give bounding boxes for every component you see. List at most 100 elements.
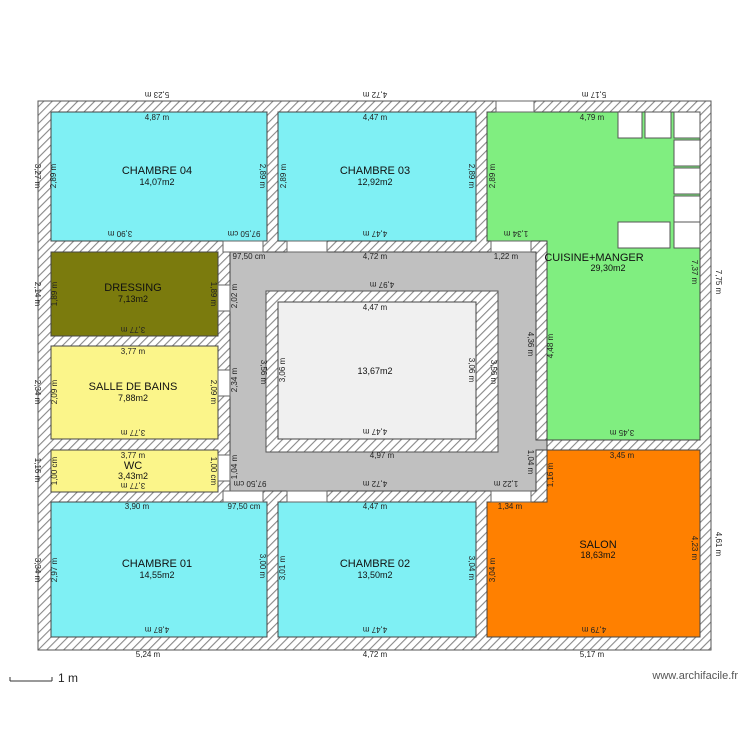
watermark-text: www.archifacile.fr	[652, 670, 738, 682]
room-chambre-02[interactable]	[277, 501, 477, 638]
door-salle-de-bains[interactable]	[217, 369, 231, 397]
area-patio: 13,67m2	[357, 366, 392, 376]
label-cuisine-manger: CUISINE+MANGER	[544, 252, 643, 264]
dim-corr-top-right: 1,22 m	[494, 252, 519, 261]
door-chambre-03[interactable]	[286, 240, 328, 253]
door-cuisine[interactable]	[490, 240, 532, 253]
dim-c04-top: 4,87 m	[145, 113, 170, 122]
dim-c04-right: 2,89 m	[258, 164, 267, 189]
dim-sal-left-small: 1,16 m	[546, 462, 555, 487]
dim-bottom-2: 4,72 m	[363, 650, 388, 659]
door-salon[interactable]	[490, 490, 532, 503]
dim-right-2: 4,61 m	[714, 532, 723, 557]
door-wc[interactable]	[217, 454, 231, 482]
room-chambre-01[interactable]	[50, 501, 268, 638]
dim-sal-top: 3,45 m	[610, 451, 635, 460]
dim-c03-right: 2,89 m	[467, 164, 476, 189]
room-dressing[interactable]	[50, 251, 219, 337]
label-wc: WC	[124, 460, 142, 472]
dim-corr-inner-right: 3,56 m	[489, 360, 498, 385]
dim-door-97-4: 97,50 cm	[228, 502, 261, 511]
dim-bottom-1: 5,24 m	[136, 650, 161, 659]
area-chambre-03: 12,92m2	[357, 177, 392, 187]
room-salon[interactable]	[486, 449, 701, 638]
dim-corr-br: 1,04 m	[526, 450, 535, 475]
dim-sal-right: 4,23 m	[690, 536, 699, 561]
dim-sb-right: 2,09 m	[209, 380, 218, 405]
area-salle-de-bains: 7,88m2	[118, 393, 148, 403]
area-chambre-01: 14,55m2	[139, 570, 174, 580]
area-dressing: 7,13m2	[118, 294, 148, 304]
dim-c02-bottom: 4,47 m	[362, 625, 387, 634]
dim-cu-bottom-left: 1,34 m	[503, 229, 528, 238]
dim-corr-bottom: 4,72 m	[362, 479, 387, 488]
dim-left-3: 2,34 m	[33, 380, 42, 405]
dim-c03-bottom: 4,47 m	[362, 229, 387, 238]
dim-c02-right: 3,04 m	[467, 556, 476, 581]
scale-label: 1 m	[58, 671, 79, 685]
label-dressing: DRESSING	[104, 282, 161, 294]
dim-wc-right: 1,00 cm	[209, 457, 218, 486]
dim-sb-left: 2,09 m	[50, 379, 59, 404]
kitchen-counter	[617, 111, 701, 249]
area-cuisine-manger: 29,30m2	[590, 263, 625, 273]
room-patio[interactable]	[277, 301, 477, 440]
dim-c03-left: 2,89 m	[279, 163, 288, 188]
dim-patio-bottom: 4,47 m	[362, 427, 387, 436]
dim-c04-bottom: 3,90 m	[107, 229, 132, 238]
room-salle-de-bains[interactable]	[50, 345, 219, 440]
label-chambre-04: CHAMBRE 04	[122, 165, 192, 177]
dim-c02-left: 3,01 m	[278, 555, 287, 580]
dim-corr-left: 2,02 m	[230, 283, 239, 308]
dim-top-2: 4,72 m	[362, 90, 387, 99]
door-chambre-02[interactable]	[286, 490, 328, 503]
scale-bar	[9, 677, 53, 682]
dim-corr-inner-bottom: 4,97 m	[370, 451, 395, 460]
dim-door-97-1: 97,50 cm	[227, 229, 260, 238]
dim-sal-bottom: 4,79 m	[581, 625, 606, 634]
dim-cu-right: 7,37 m	[690, 260, 699, 285]
dim-dr-bottom: 3,77 m	[120, 325, 145, 334]
label-salle-de-bains: SALLE DE BAINS	[89, 381, 178, 393]
door-dressing[interactable]	[217, 284, 231, 312]
room-chambre-04[interactable]	[50, 111, 268, 242]
dim-c01-left: 2,97 m	[50, 557, 59, 582]
dim-left-4: 1,16 m	[33, 458, 42, 483]
label-salon: SALON	[579, 539, 616, 551]
area-chambre-02: 13,50m2	[357, 570, 392, 580]
dim-patio-top: 4,47 m	[363, 303, 388, 312]
dim-wc-left: 1,00 cm	[50, 456, 59, 485]
area-salon: 18,63m2	[580, 550, 615, 560]
door-chambre-04[interactable]	[222, 240, 264, 253]
dim-door-97-2: 97,50 cm	[233, 252, 266, 261]
dim-wc-top: 3,77 m	[121, 451, 146, 460]
dim-patio-right: 3,06 m	[467, 358, 476, 383]
dim-wc-bottom: 3,77 m	[120, 481, 145, 490]
dim-right-1: 7,75 m	[714, 270, 723, 295]
room-chambre-03[interactable]	[277, 111, 477, 242]
dim-cu-bottom: 3,45 m	[609, 428, 634, 437]
label-chambre-03: CHAMBRE 03	[340, 165, 410, 177]
dim-c01-right: 3,00 m	[258, 554, 267, 579]
dim-bottom-3: 5,17 m	[580, 650, 605, 659]
dim-door-97-3: 97,50 cm	[233, 479, 266, 488]
window-top	[495, 100, 535, 113]
dim-c04-left: 2,89 m	[49, 163, 58, 188]
dim-corr-inner-left: 3,56 m	[259, 360, 268, 385]
dim-corr-left2: 2,34 m	[230, 367, 239, 392]
dim-cu-left: 2,89 m	[488, 163, 497, 188]
dim-dr-left: 1,89 m	[50, 281, 59, 306]
dim-sb-bottom: 3,77 m	[120, 428, 145, 437]
dim-left-1: 3,27 m	[33, 164, 42, 189]
dim-cu-inner: 4,48 m	[546, 333, 555, 358]
dim-corr-bottom-right: 1,22 m	[493, 479, 518, 488]
dim-dr-right: 1,89 m	[209, 282, 218, 307]
area-chambre-04: 14,07m2	[139, 177, 174, 187]
dim-corr-right: 4,36 m	[526, 332, 535, 357]
dim-cu-top: 4,79 m	[580, 113, 605, 122]
door-chambre-01[interactable]	[222, 490, 264, 503]
dim-corr-bl: 1,04 m	[230, 454, 239, 479]
dim-sal-left: 3,04 m	[488, 557, 497, 582]
dim-sal-tl: 1,34 m	[498, 502, 523, 511]
